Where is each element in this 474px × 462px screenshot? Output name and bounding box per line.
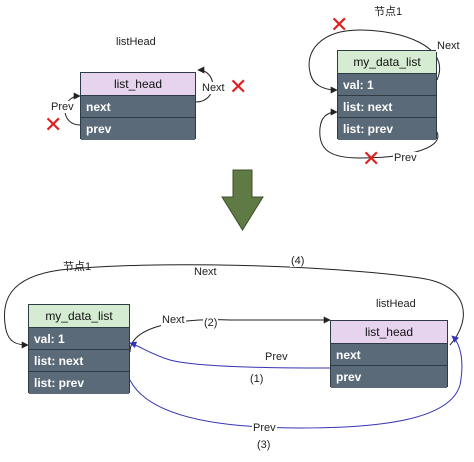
top-node-box: my_data_list val: 1 list: next list: pre… (337, 50, 437, 140)
top-listhead-title: list_head (81, 73, 195, 96)
link-2-next (129, 316, 331, 353)
link-3-prev (129, 335, 463, 429)
top-node-next-label: Next (436, 40, 461, 52)
cross-icon: ✕ (330, 12, 349, 37)
top-listhead-next: next (81, 96, 195, 118)
bottom-node-prev: list: prev (29, 372, 129, 394)
link-4-label: Next (193, 266, 218, 278)
bottom-listhead-title: list_head (331, 321, 447, 344)
step-4-label: (4) (290, 255, 306, 267)
top-node-prev-loop (319, 108, 439, 159)
top-listhead-caption: listHead (116, 36, 156, 48)
top-prev-label: Prev (50, 101, 75, 113)
bottom-node-val: val: 1 (29, 328, 129, 350)
bottom-node-title: my_data_list (29, 305, 129, 328)
top-node-next-loop (308, 29, 440, 94)
cross-icon: ✕ (44, 112, 63, 137)
top-node-prev: list: prev (338, 118, 436, 140)
bottom-node-next: list: next (29, 350, 129, 372)
top-listhead-prev: prev (81, 118, 195, 140)
link-1-prev (129, 341, 331, 369)
link-3-label: Prev (252, 422, 277, 434)
bottom-node-caption: 节点1 (63, 261, 92, 273)
step-3-label: (3) (256, 439, 272, 451)
link-1-label: Prev (264, 351, 289, 363)
bottom-listhead-prev: prev (331, 366, 447, 388)
bottom-node-box: my_data_list val: 1 list: next list: pre… (28, 304, 130, 394)
bottom-listhead-caption: listHead (376, 298, 416, 310)
step-2-label: (2) (203, 317, 219, 329)
down-arrow (221, 169, 264, 231)
top-node-title: my_data_list (338, 51, 436, 74)
bottom-listhead-next: next (331, 344, 447, 366)
top-listhead-box: list_head next prev (80, 72, 196, 140)
top-node-next: list: next (338, 96, 436, 118)
top-next-label: Next (201, 82, 226, 94)
cross-icon: ✕ (362, 146, 381, 171)
bottom-listhead-box: list_head next prev (330, 320, 448, 388)
top-node-prev-label: Prev (393, 152, 418, 164)
top-node-val: val: 1 (338, 74, 436, 96)
link-2-label: Next (161, 314, 186, 326)
top-node-caption: 节点1 (374, 6, 403, 18)
link-4-next (3, 264, 464, 349)
step-1-label: (1) (249, 373, 265, 385)
cross-icon: ✕ (229, 74, 248, 99)
